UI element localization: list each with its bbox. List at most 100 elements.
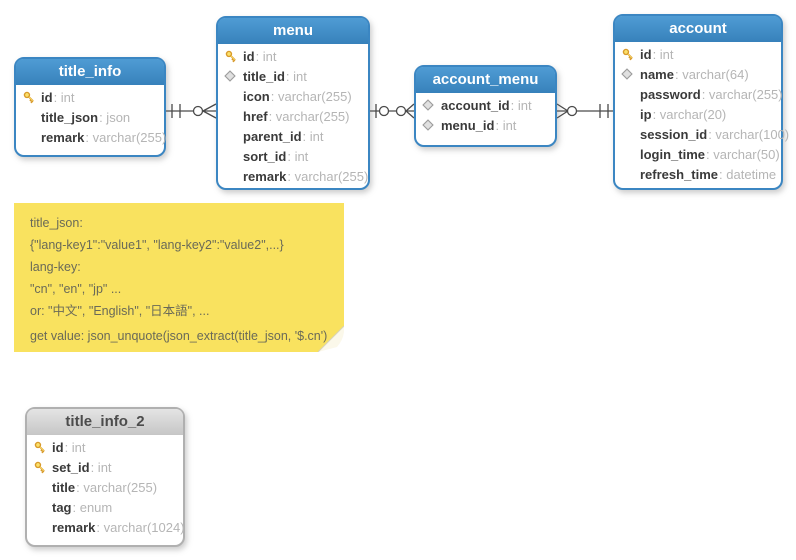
field-name: tag (52, 499, 72, 515)
field-name: refresh_time (640, 166, 719, 182)
field-name: name (640, 66, 674, 82)
field-name: sort_id (243, 148, 287, 164)
table-field-id[interactable]: id: int (22, 87, 158, 107)
field-name: account_id (441, 97, 510, 113)
table-field-title_id[interactable]: title_id: int (224, 66, 362, 86)
field-name: login_time (640, 146, 706, 162)
field-type: : int (652, 46, 674, 62)
table-field-sort_id[interactable]: sort_id: int (224, 146, 362, 166)
foreign-key-icon (422, 119, 434, 131)
note-line: or: "中文", "English", "日本語", ... (30, 304, 210, 318)
key-icon-gutter (33, 460, 52, 475)
table-field-remark[interactable]: remark: varchar(255) (224, 166, 368, 186)
field-name: remark (243, 168, 287, 184)
table-field-refresh_time[interactable]: refresh_time: datetime (621, 164, 776, 184)
fk-icon-gutter (621, 68, 640, 80)
field-name: parent_id (243, 128, 302, 144)
table-field-icon[interactable]: icon: varchar(255) (224, 86, 362, 106)
field-name: id (243, 48, 255, 64)
table-title[interactable]: menu (218, 18, 368, 44)
table-field-name[interactable]: name: varchar(64) (621, 64, 775, 84)
note-line: title_json: (30, 216, 83, 230)
field-name: remark (41, 129, 85, 145)
field-name: ip (640, 106, 652, 122)
table-field-account_id[interactable]: account_id: int (422, 95, 549, 115)
field-name: id (52, 439, 64, 455)
field-type: : varchar(255) (268, 108, 350, 124)
table-field-remark[interactable]: remark: varchar(1024) (33, 517, 185, 537)
field-type: : int (285, 68, 307, 84)
relationship-title_info-menu[interactable] (166, 103, 217, 119)
field-type: : int (287, 148, 309, 164)
primary-key-icon (622, 48, 633, 60)
table-title[interactable]: title_info_2 (27, 409, 183, 435)
field-name: title_id (243, 68, 285, 84)
primary-key-icon (34, 441, 45, 453)
field-type: : varchar(255) (701, 86, 783, 102)
table-field-menu_id[interactable]: menu_id: int (422, 115, 549, 135)
table-field-session_id[interactable]: session_id: varchar(100) (621, 124, 789, 144)
table-field-password[interactable]: password: varchar(255) (621, 84, 783, 104)
field-name: href (243, 108, 268, 124)
field-type: : int (64, 439, 86, 455)
primary-key-icon (225, 50, 236, 62)
key-icon-gutter (22, 90, 41, 105)
key-icon-gutter (224, 49, 243, 64)
table-field-remark[interactable]: remark: varchar(255) (22, 127, 166, 147)
field-type: : int (90, 459, 112, 475)
fk-icon-gutter (224, 70, 243, 82)
sticky-note-title_json[interactable]: title_json: {"lang-key1":"value1", "lang-… (14, 203, 344, 352)
field-type: : int (510, 97, 532, 113)
field-type: : varchar(255) (287, 168, 369, 184)
table-field-id[interactable]: id: int (621, 44, 775, 64)
sticky-note-lines: title_json: {"lang-key1":"value1", "lang-… (30, 212, 328, 347)
table-field-parent_id[interactable]: parent_id: int (224, 126, 362, 146)
foreign-key-icon (422, 99, 434, 111)
relationship-account_menu-account[interactable] (556, 103, 613, 119)
note-line: get value: json_unquote(json_extract(tit… (30, 329, 328, 343)
table-title[interactable]: title_info (16, 59, 164, 85)
table-field-href[interactable]: href: varchar(255) (224, 106, 362, 126)
table-title[interactable]: account_menu (416, 67, 555, 93)
field-name: set_id (52, 459, 90, 475)
table-field-title_json[interactable]: title_json: json (22, 107, 158, 127)
field-type: : varchar(50) (706, 146, 780, 162)
field-name: id (640, 46, 652, 62)
field-name: menu_id (441, 117, 495, 133)
table-title[interactable]: account (615, 16, 781, 42)
table-field-ip[interactable]: ip: varchar(20) (621, 104, 775, 124)
field-type: : varchar(20) (652, 106, 727, 122)
field-type: : int (53, 89, 75, 105)
field-name: id (41, 89, 53, 105)
field-type: : enum (72, 499, 113, 515)
field-type: : varchar(255) (85, 129, 167, 145)
note-folded-corner-icon (318, 326, 344, 352)
table-field-login_time[interactable]: login_time: varchar(50) (621, 144, 780, 164)
table-field-id[interactable]: id: int (33, 437, 177, 457)
table-field-set_id[interactable]: set_id: int (33, 457, 177, 477)
table-field-tag[interactable]: tag: enum (33, 497, 177, 517)
field-type: : varchar(1024) (96, 519, 185, 535)
field-name: password (640, 86, 701, 102)
field-type: : int (255, 48, 277, 64)
field-name: title (52, 479, 76, 495)
table-field-id[interactable]: id: int (224, 46, 362, 66)
primary-key-icon (34, 461, 45, 473)
table-field-title[interactable]: title: varchar(255) (33, 477, 177, 497)
key-icon-gutter (621, 47, 640, 62)
note-line: {"lang-key1":"value1", "lang-key2":"valu… (30, 238, 284, 252)
relationship-menu-account_menu[interactable] (370, 103, 415, 119)
note-line: "cn", "en", "jp" ... (30, 282, 122, 296)
field-name: icon (243, 88, 270, 104)
